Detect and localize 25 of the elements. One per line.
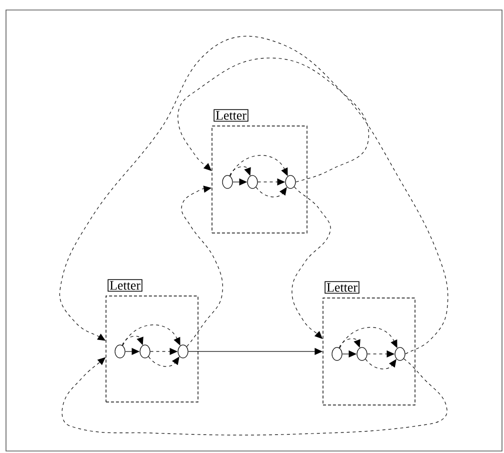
arrow: [181, 186, 223, 347]
state-circle: [356, 347, 368, 361]
arrow: [62, 357, 448, 436]
state-circle: [394, 347, 406, 361]
arrow: [178, 58, 370, 182]
arrow: [122, 324, 180, 346]
arrow: [230, 155, 288, 176]
arrow: [339, 327, 398, 348]
title-label: Letter: [324, 281, 360, 294]
title-label: Letter: [214, 109, 248, 122]
state-circle: [332, 347, 342, 361]
state-circle: [114, 344, 126, 358]
arrow: [365, 358, 396, 370]
state-circle: [140, 344, 150, 358]
arrow: [256, 186, 287, 198]
title-label: Letter: [108, 279, 142, 292]
state-circle: [285, 175, 296, 189]
arrow: [338, 338, 360, 348]
arrow: [122, 336, 144, 346]
state-circle: [178, 344, 188, 358]
state-circle: [247, 175, 258, 189]
arrow: [148, 356, 180, 367]
state-circle: [222, 175, 233, 189]
arrow: [229, 166, 251, 176]
arrow: [59, 36, 448, 354]
